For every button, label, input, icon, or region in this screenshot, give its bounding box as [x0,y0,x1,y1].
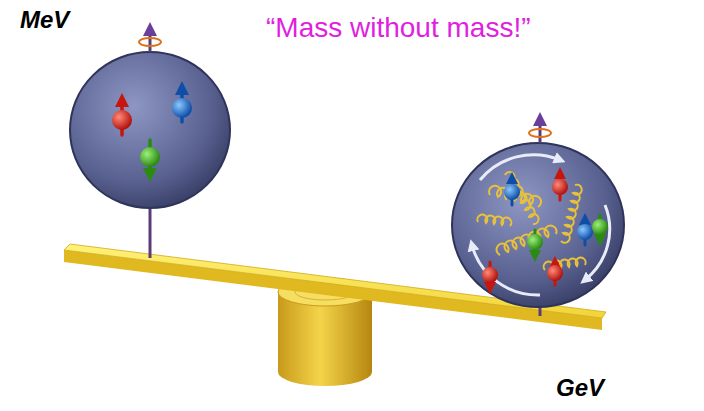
energy-scale-label: GeV [556,374,604,402]
energy-scale-label: MeV [20,6,69,34]
slogan-label: “Mass without mass!” [266,12,531,44]
